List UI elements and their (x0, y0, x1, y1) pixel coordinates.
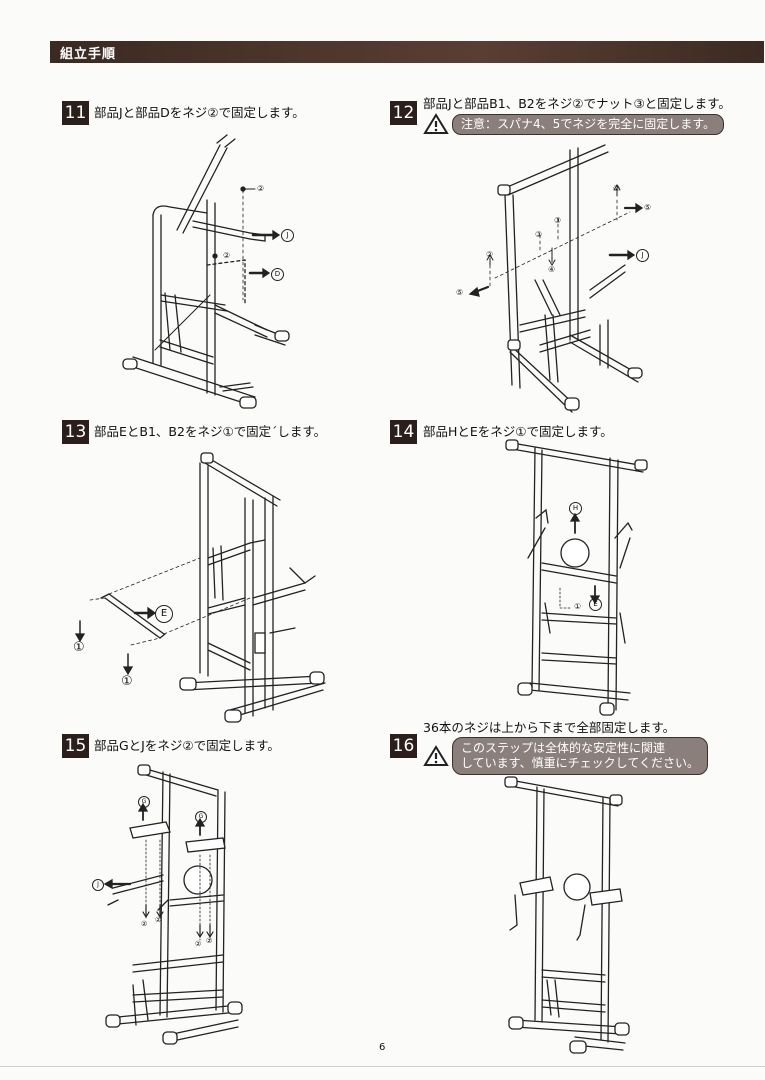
step-12-nut-label-1: ③ (554, 216, 562, 225)
page-number: 6 (379, 1042, 386, 1053)
step-11-diagram: ② ② J D (115, 125, 315, 415)
warning-icon (423, 745, 449, 766)
step-15-screw-label-3: ② (195, 940, 202, 948)
step-16-number: 16 (390, 734, 417, 758)
step-14-screw-label: ① (574, 602, 582, 611)
step-12-number: 12 (390, 101, 417, 125)
step-11-number: 11 (62, 101, 89, 125)
step-13-number: 13 (62, 420, 89, 444)
warning-icon (423, 113, 449, 134)
step-12-screw-label-1: ② (613, 184, 621, 193)
step-16-caution-line-1: このステップは全体的な安定性に関連 (461, 741, 666, 755)
step-12-bolt-label-1: ⑤ (456, 288, 464, 297)
step-14-part-e-label: E (589, 598, 602, 611)
step-14-instruction: 部品HとEをネジ①で固定します。 (423, 424, 613, 439)
step-11-part-j-label: J (281, 229, 294, 242)
step-12-diagram: ② ② ③ ③ ④ ⑤ ⑤ J (450, 140, 665, 415)
step-11-screw-label-2: ② (223, 251, 231, 260)
step-12-washer-label: ④ (548, 265, 556, 274)
step-16-caution-line-2: しています、慎重にチェックしてください。 (461, 756, 699, 770)
step-14-part-h-label: H (569, 502, 582, 515)
step-11-instruction: 部品Jと部品Dをネジ②で固定します。 (94, 105, 305, 120)
section-header-bar: 組立手順 (50, 41, 764, 63)
step-16-instruction: 36本のネジは上から下まで全部固定します。 (423, 720, 676, 735)
step-12-nut-label-2: ③ (535, 230, 543, 239)
step-12-caution: 注意：スパナ4、5でネジを完全に固定します。 (423, 113, 725, 135)
step-11-screw-label-1: ② (257, 184, 265, 193)
step-15-part-j-label: J (92, 879, 104, 891)
step-14-diagram: H E ① (500, 438, 655, 720)
step-15-part-g-label-1: G (138, 796, 150, 808)
step-12-part-j-label: J (636, 249, 649, 262)
step-16-diagram (495, 775, 635, 1057)
step-15-screw-label-4: ② (206, 937, 213, 945)
step-11-part-d-label: D (271, 268, 284, 281)
step-12-bolt-label-2: ⑤ (644, 203, 652, 212)
footer-divider (0, 1066, 765, 1067)
step-15-screw-label-1: ② (141, 920, 148, 928)
step-13-screw-label-1: ① (73, 640, 85, 655)
step-12-caution-text: 注意：スパナ4、5でネジを完全に固定します。 (452, 113, 725, 135)
step-14-number: 14 (390, 420, 417, 444)
step-15-diagram: G G J ② ② ② ② (88, 760, 250, 1045)
step-12-screw-label-2: ② (486, 250, 494, 259)
step-15-number: 15 (62, 734, 89, 758)
step-12-instruction: 部品Jと部品B1、B2をネジ②でナット③と固定します。 (423, 96, 731, 111)
step-13-screw-label-2: ① (121, 674, 133, 689)
section-title: 組立手順 (60, 47, 117, 62)
step-13-instruction: 部品EとB1、B2をネジ①で固定´します。 (94, 424, 327, 439)
step-16-caution: このステップは全体的な安定性に関連 しています、慎重にチェックしてください。 (423, 737, 708, 775)
step-15-instruction: 部品GとJをネジ②で固定します。 (94, 738, 280, 753)
step-16-caution-text: このステップは全体的な安定性に関連 しています、慎重にチェックしてください。 (452, 737, 708, 775)
step-15-screw-label-2: ② (155, 916, 162, 924)
step-15-part-g-label-2: G (195, 811, 207, 823)
step-13-part-e-label: E (155, 605, 173, 623)
step-13-diagram: ① ① E (65, 448, 330, 728)
